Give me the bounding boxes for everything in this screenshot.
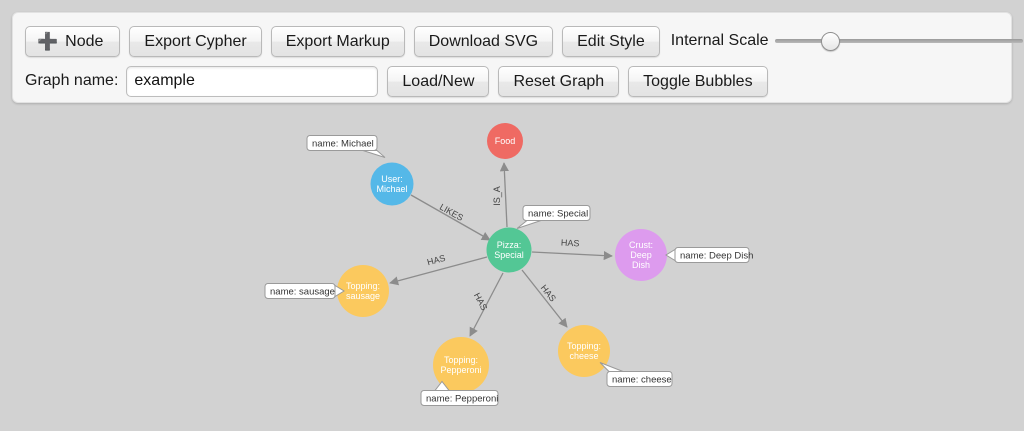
graph-edge[interactable]: HAS <box>469 272 504 337</box>
graph-name-label: Graph name: <box>25 72 119 89</box>
edge-line <box>521 269 568 328</box>
properties-layer: name: Michael name: Special name: Deep Dis… <box>264 135 753 406</box>
internal-scale-slider[interactable] <box>774 31 1023 51</box>
property-badge[interactable]: name: cheese <box>599 362 673 387</box>
download-svg-button[interactable]: Download SVG <box>413 25 554 57</box>
reset-graph-button[interactable]: Reset Graph <box>498 65 620 97</box>
property-text: name: Special <box>528 209 588 220</box>
edge-label: HAS <box>561 238 580 249</box>
property-text: name: sausage <box>270 287 335 298</box>
property-pointer <box>362 150 386 158</box>
edge-label: HAS <box>472 291 490 312</box>
node-circle[interactable] <box>433 337 489 393</box>
edge-line <box>469 272 504 337</box>
add-node-label: Node <box>65 32 104 50</box>
node-circle[interactable] <box>558 325 610 377</box>
property-box[interactable] <box>606 371 673 387</box>
toolbar-panel: ➕ Node Export Cypher Export Markup Downl… <box>12 12 1023 103</box>
property-badge[interactable]: name: Special <box>516 205 591 229</box>
edge-line <box>410 194 491 241</box>
slider-thumb[interactable] <box>820 32 840 51</box>
export-markup-button[interactable]: Export Markup <box>270 25 405 57</box>
node-circle[interactable] <box>487 123 523 159</box>
edge-line <box>389 256 488 286</box>
edge-label: HAS <box>426 253 446 267</box>
graph-name-input[interactable] <box>126 65 379 97</box>
toolbar-row-primary: ➕ Node Export Cypher Export Markup Downl… <box>13 24 1023 58</box>
slider-track <box>774 39 1023 43</box>
toggle-bubbles-button[interactable]: Toggle Bubbles <box>628 65 768 97</box>
property-pointer <box>665 248 676 262</box>
node-circle[interactable] <box>370 162 414 206</box>
property-text: name: Pepperoni <box>426 394 498 405</box>
graph-edge[interactable]: IS_A <box>492 162 509 228</box>
node-circle[interactable] <box>615 229 667 281</box>
node-circle[interactable] <box>486 227 532 273</box>
export-cypher-button[interactable]: Export Cypher <box>129 25 262 57</box>
node-circle[interactable] <box>337 265 389 317</box>
property-text: name: cheese <box>612 375 672 386</box>
graph-node-user[interactable]: User:Michael <box>370 162 414 206</box>
graph-node-food[interactable]: Food <box>487 123 523 159</box>
property-badge[interactable]: name: Deep Dish <box>665 247 753 263</box>
property-badge[interactable]: name: sausage <box>264 283 345 299</box>
internal-scale-label: Internal Scale <box>670 32 769 49</box>
property-text: name: Michael <box>312 139 374 150</box>
graph-node-cheese[interactable]: Topping:cheese <box>558 325 610 377</box>
graph-edge[interactable]: HAS <box>521 269 568 328</box>
graph-edge[interactable]: LIKES <box>410 194 491 241</box>
property-badge[interactable]: name: Pepperoni <box>420 380 499 406</box>
add-node-button[interactable]: ➕ Node <box>25 25 121 57</box>
load-new-button[interactable]: Load/New <box>387 65 490 97</box>
property-box[interactable] <box>420 390 499 406</box>
edge-label: HAS <box>539 283 558 304</box>
graph-svg[interactable]: LIKES IS_A HAS HAS HAS HAS FoodUser:MichaelPi… <box>0 103 1024 431</box>
toolbar-row-secondary: Graph name: Load/New Reset Graph Toggle … <box>13 64 1023 98</box>
property-box[interactable] <box>264 283 336 299</box>
graph-edge[interactable]: HAS <box>531 238 613 261</box>
property-pointer <box>516 220 542 229</box>
edit-style-button[interactable]: Edit Style <box>562 25 660 57</box>
graph-edge[interactable]: HAS <box>389 253 488 286</box>
property-box[interactable] <box>306 135 378 151</box>
edge-line <box>531 251 613 261</box>
graph-node-pizza[interactable]: Pizza:Special <box>486 227 532 273</box>
property-badge[interactable]: name: Michael <box>306 135 386 158</box>
property-text: name: Deep Dish <box>680 251 753 262</box>
property-box[interactable] <box>674 247 750 263</box>
edge-line <box>499 162 509 228</box>
edge-label: LIKES <box>438 202 465 223</box>
edge-label: IS_A <box>492 186 502 206</box>
plus-icon: ➕ <box>37 31 59 51</box>
property-box[interactable] <box>522 205 591 221</box>
